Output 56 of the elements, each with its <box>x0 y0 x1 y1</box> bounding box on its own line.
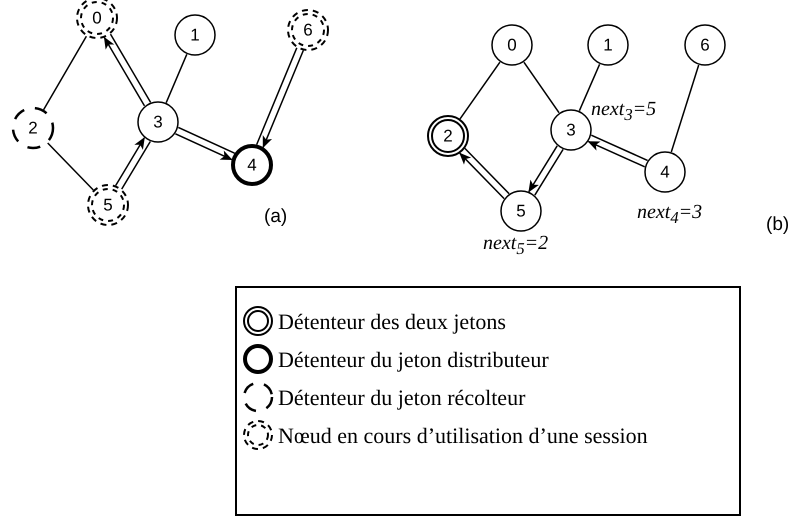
panel-label: (b) <box>766 214 790 236</box>
connector-line <box>121 141 151 190</box>
pointer-label: next$_{3}$=5 <box>591 98 656 124</box>
connector-line <box>42 36 88 110</box>
node-circle <box>428 116 468 156</box>
connector-line <box>47 142 94 191</box>
connector-line <box>166 54 188 103</box>
connector-line <box>178 126 235 154</box>
node-circle <box>288 10 328 50</box>
node-circle <box>645 152 685 192</box>
connector-line <box>523 62 560 114</box>
node-number: 4 <box>659 164 671 180</box>
node-circle <box>77 0 117 38</box>
node-number: 2 <box>442 128 454 144</box>
node-circle <box>501 191 541 231</box>
node-number: 5 <box>102 196 114 214</box>
node-circle <box>588 25 628 65</box>
arrow <box>588 140 645 168</box>
connector-line <box>459 62 501 120</box>
node-circle <box>551 110 591 150</box>
node-circle <box>88 185 128 225</box>
node-number: 0 <box>91 10 103 26</box>
node-number: 3 <box>152 114 164 130</box>
node-number: 6 <box>699 36 711 54</box>
node-circle <box>13 108 53 148</box>
legend-text: Détenteur du jeton distributeur <box>278 349 549 371</box>
connector-line <box>534 149 564 196</box>
node-number: 1 <box>189 26 201 44</box>
node-number: 5 <box>515 202 527 220</box>
node-circle <box>175 15 215 55</box>
legend-text: Détenteur du jeton récolteur <box>278 387 526 409</box>
node-circle <box>492 25 532 65</box>
panel-label: (a) <box>264 206 288 228</box>
node-number: 3 <box>565 122 577 138</box>
connector-line <box>670 64 700 152</box>
arrow <box>262 50 304 148</box>
connector-line <box>110 34 152 103</box>
legend-text: Détenteur des deux jetons <box>278 311 506 333</box>
node-number: 4 <box>246 156 258 174</box>
node-circle <box>138 102 178 142</box>
arrow <box>528 145 558 192</box>
pointer-label: next$_{4}$=3 <box>637 201 702 228</box>
node-number: 6 <box>302 22 314 38</box>
node-number: 2 <box>27 120 39 136</box>
node-circle <box>685 25 725 65</box>
node-number: 0 <box>506 36 518 54</box>
node-circle <box>232 145 272 185</box>
legend-text: Nœud en cours d’utilisation d’une session <box>278 425 648 447</box>
connector-line <box>578 64 600 111</box>
connector-line <box>256 48 298 145</box>
arrow <box>175 133 233 160</box>
arrow <box>104 36 146 106</box>
connector-line <box>591 134 648 162</box>
node-number: 1 <box>602 36 614 54</box>
arrow <box>115 137 145 186</box>
pointer-label: next$_{5}$=2 <box>483 232 548 258</box>
